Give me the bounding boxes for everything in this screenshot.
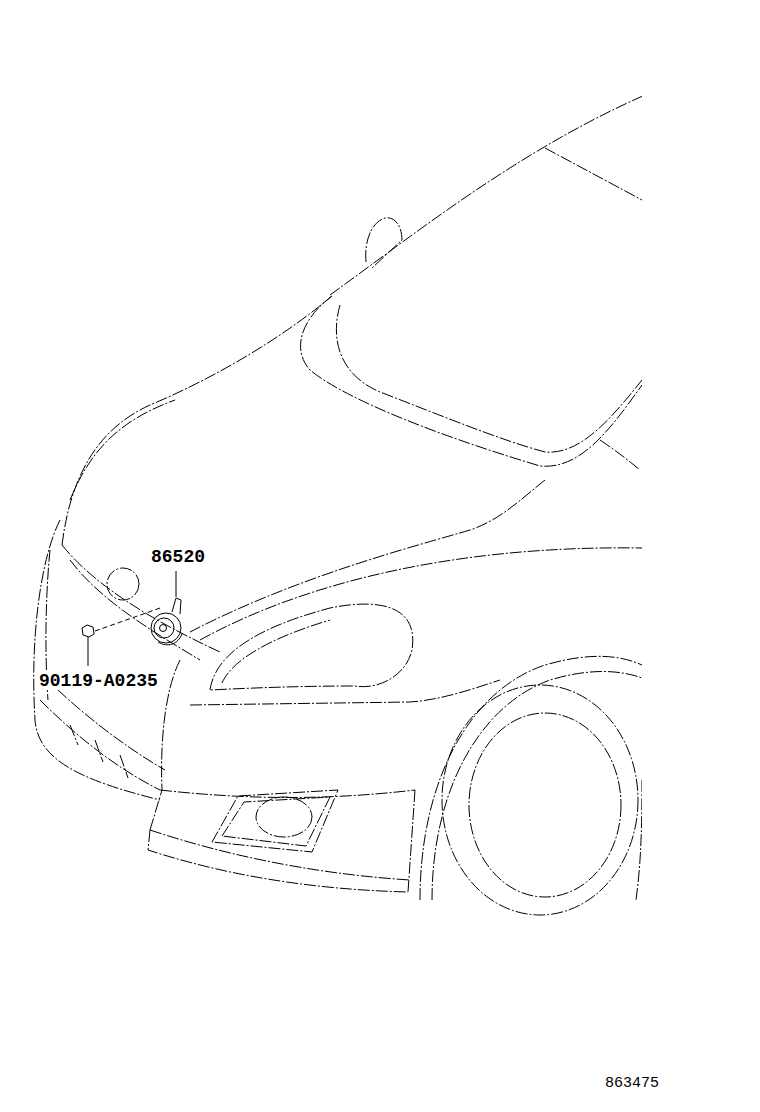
leader-line [88, 571, 176, 666]
part-number: 86520 [150, 548, 206, 566]
car-body-lines [34, 95, 642, 915]
part-number: 90119-A0235 [38, 672, 159, 690]
bolt-symbol [82, 625, 94, 643]
figure-number: 863475 [604, 1076, 660, 1091]
horn-symbol [151, 598, 182, 645]
